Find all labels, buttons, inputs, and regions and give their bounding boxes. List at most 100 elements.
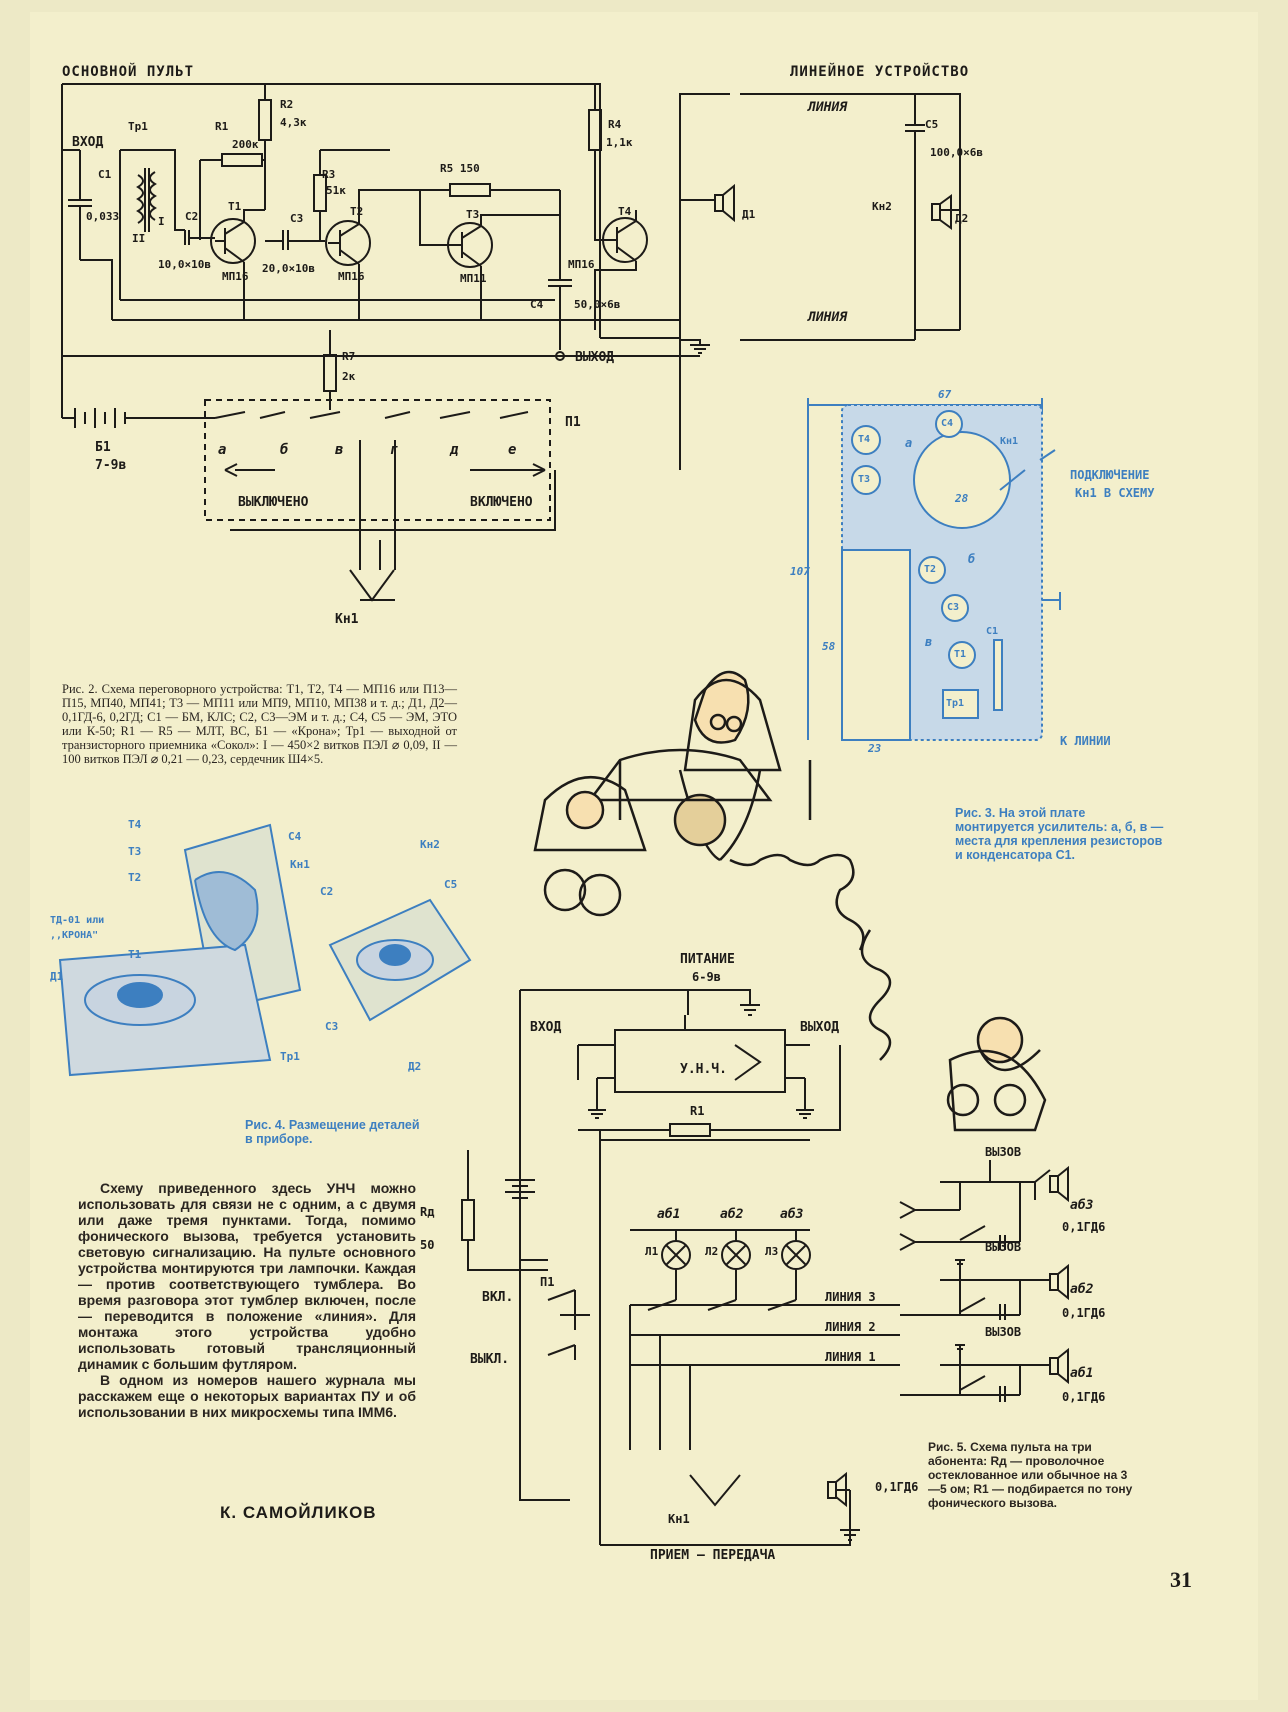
fig5-switch-on: ВКЛ. [482,1290,514,1305]
fig5-call-3-title: ВЫЗОВ [985,1145,1022,1159]
label-r2: R2 [280,98,294,111]
label-r5: R5 150 [440,162,480,175]
label-kn2: Кн2 [872,200,892,213]
fig5-kn1: Кн1 [668,1512,690,1526]
fig5-r1: R1 [690,1104,705,1118]
fig4-label-t3: Т3 [128,845,142,858]
fig2-input-label: ВХОД [72,135,104,150]
fig4-label-c2: С2 [320,885,334,898]
fig4-label-t4: Т4 [128,818,142,831]
fig2-on-label: ВКЛЮЧЕНО [470,495,533,510]
fig5-call-3-speaker: 0,1ГД6 [1062,1220,1106,1234]
label-c5: С5 [925,118,939,131]
label-r2-value: 4,3к [280,116,307,129]
fig5-ab1: аб1 [657,1207,681,1222]
fig3-mark-a: а [905,436,913,450]
fig2-title-right: ЛИНЕЙНОЕ УСТРОЙСТВО [790,64,970,80]
fig2-battery-voltage: 7-9в [95,458,127,473]
switch-letter-d: д [450,442,459,458]
fig3-part-kn1: Кн1 [1000,436,1019,447]
fig5-output: ВЫХОД [800,1020,840,1035]
label-c4-value: 50,0×6в [574,298,621,311]
figure-5-caption: Рис. 5. Схема пульта на три абонента: Rд… [928,1440,1133,1510]
label-r7: R7 [342,350,356,363]
fig4-label-c4: С4 [288,830,302,843]
fig5-switch-off: ВЫКЛ. [470,1352,510,1367]
label-r7-value: 2к [342,370,356,383]
switch-letter-a: а [218,442,227,458]
fig5-call-2-title: ВЫЗОВ [985,1240,1022,1254]
fig5-call-1-title: ВЫЗОВ [985,1325,1022,1339]
fig5-amp: У.Н.Ч. [680,1062,727,1077]
label-r1-value: 200к [232,138,259,151]
fig5-rd: Rд [420,1205,435,1219]
fig2-p1-label: П1 [565,415,581,430]
fig3-part-c4: С4 [941,418,954,429]
fig4-label-tr1: Тр1 [280,1050,300,1063]
label-c1: С1 [98,168,112,181]
fig3-mark-v: в [925,635,933,649]
label-r4-value: 1,1к [606,136,633,149]
fig3-dim-width: 67 [938,388,952,401]
fig3-mark-b: б [968,552,976,566]
label-t2-model: МП16 [338,270,365,283]
fig5-speaker: 0,1ГД6 [875,1480,919,1494]
label-winding-ii: II [132,232,146,245]
fig5-p1: П1 [540,1275,555,1289]
fig5-line-1: ЛИНИЯ 1 [825,1350,876,1364]
label-r3-value: 51к [326,184,346,197]
label-d2: Д2 [955,212,969,225]
fig4-label-c3: С3 [325,1020,339,1033]
fig3-part-t3: Т3 [858,474,871,485]
fig3-dim-23: 23 [868,742,882,755]
fig5-rd-value: 50 [420,1238,435,1252]
article-paragraph-2: В одном из номеров нашего журнала мы рас… [78,1372,416,1420]
fig5-line-2: ЛИНИЯ 2 [825,1320,876,1334]
fig5-power-voltage: 6-9в [692,970,721,984]
article-author: К. САМОЙЛИКОВ [220,1503,377,1522]
fig5-lamp-l1: Л1 [645,1245,659,1258]
fig5-rx-tx: ПРИЕМ – ПЕРЕДАЧА [650,1548,776,1563]
label-t1-model: МП16 [222,270,249,283]
fig2-line-top: ЛИНИЯ [808,100,848,115]
fig3-dim-58: 58 [822,640,836,653]
fig4-label-kn2: Кн2 [420,838,440,851]
label-r3: R3 [322,168,336,181]
fig3-part-c3: С3 [947,602,960,613]
fig3-part-t4: Т4 [858,434,871,445]
label-winding-i: I [158,215,165,228]
fig2-battery-label: Б1 [95,440,111,455]
label-d1: Д1 [742,208,756,221]
fig3-part-t2: Т2 [924,564,937,575]
label-c3-value: 20,0×10в [262,262,315,275]
label-t3: Т3 [466,208,480,221]
label-r4: R4 [608,118,622,131]
fig3-part-t1: Т1 [954,649,967,660]
fig2-kn1-label: Кн1 [335,612,359,627]
fig4-label-kn1: Кн1 [290,858,310,871]
fig5-lamp-l3: Л3 [765,1245,779,1258]
fig5-lamp-l2: Л2 [705,1245,719,1258]
fig3-part-c1: С1 [986,626,999,637]
label-c2: С2 [185,210,199,223]
fig5-ab3: аб3 [780,1207,804,1222]
article-paragraph-1: Схему приведенного здесь УНЧ можно испол… [78,1180,416,1372]
article-body: Схему приведенного здесь УНЧ можно испол… [78,1180,416,1420]
switch-letter-v: в [335,442,344,458]
fig5-call-2-speaker: 0,1ГД6 [1062,1306,1106,1320]
fig3-dim-height: 107 [790,565,810,578]
fig3-part-tr1: Тр1 [946,698,965,709]
fig3-connect-kn1: Кн1 В СХЕМУ [1075,486,1155,500]
switch-letter-e: е [508,442,517,458]
label-t2: Т2 [350,205,364,218]
page-number: 31 [1170,1567,1192,1592]
fig4-label-d2: Д2 [408,1060,422,1073]
fig5-line-3: ЛИНИЯ 3 [825,1290,876,1304]
fig4-label-t2: Т2 [128,871,142,884]
fig2-off-label: ВЫКЛЮЧЕНО [238,495,309,510]
